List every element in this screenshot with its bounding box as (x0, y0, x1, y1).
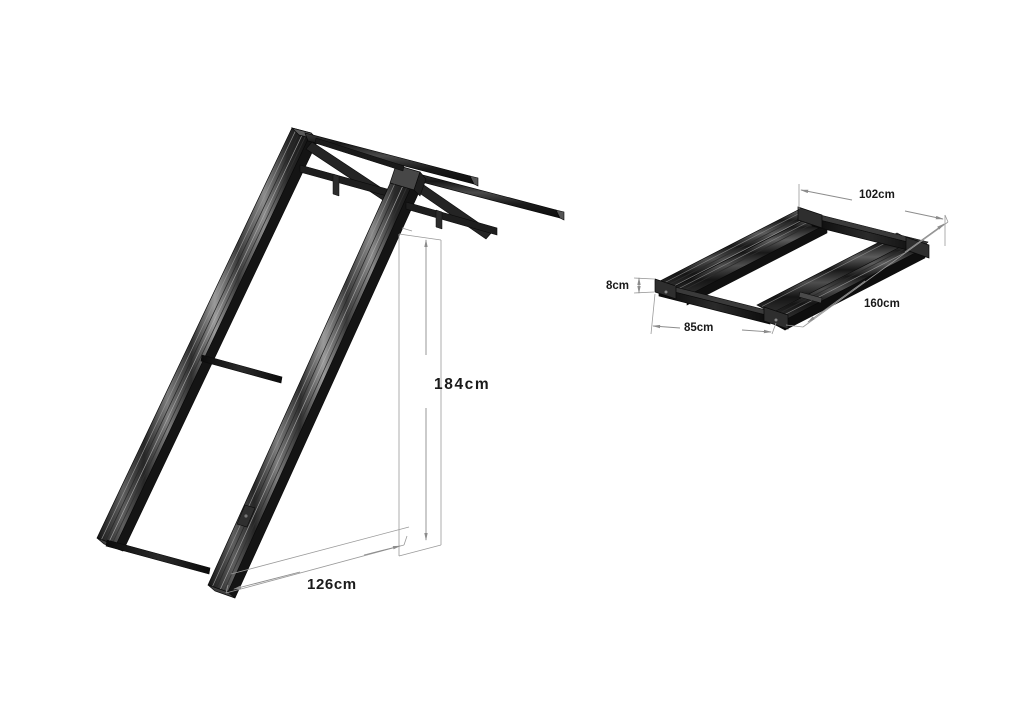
dimension-label-8: 8cm (606, 280, 629, 292)
top-tie-bar (314, 137, 405, 172)
view-folded: 102cm 160cm 85cm 8cm (606, 184, 949, 335)
folded-corner-blocks (654, 206, 930, 330)
folded-latch-detail (798, 291, 823, 304)
rear-side-rail-assembly (96, 127, 479, 552)
front-long-rail (207, 165, 426, 599)
pivot-hinge-block (389, 164, 427, 197)
cross-rung-upper (200, 354, 283, 384)
dimension-folded-length-160: 160cm (785, 214, 949, 328)
dimension-label-126: 126cm (307, 576, 357, 593)
dimension-label-85: 85cm (684, 322, 713, 334)
dimension-label-102: 102cm (859, 189, 895, 201)
cross-rungs (105, 137, 405, 575)
dimension-folded-width-102: 102cm (798, 184, 946, 246)
dimension-depth-126: 126cm (225, 526, 410, 594)
dimension-folded-thickness-8: 8cm (606, 277, 655, 294)
view-deployed: 184cm 126cm (96, 127, 565, 599)
front-triangular-brace (405, 171, 565, 240)
front-side-rail-assembly (207, 164, 565, 599)
dimension-label-184: 184cm (434, 376, 490, 393)
dimension-folded-inner-85: 85cm (650, 293, 777, 335)
dimension-height-184: 184cm (398, 227, 490, 557)
rear-triangular-brace (299, 132, 479, 207)
cross-rung-lower (105, 539, 211, 575)
dimension-label-160: 160cm (864, 298, 900, 310)
